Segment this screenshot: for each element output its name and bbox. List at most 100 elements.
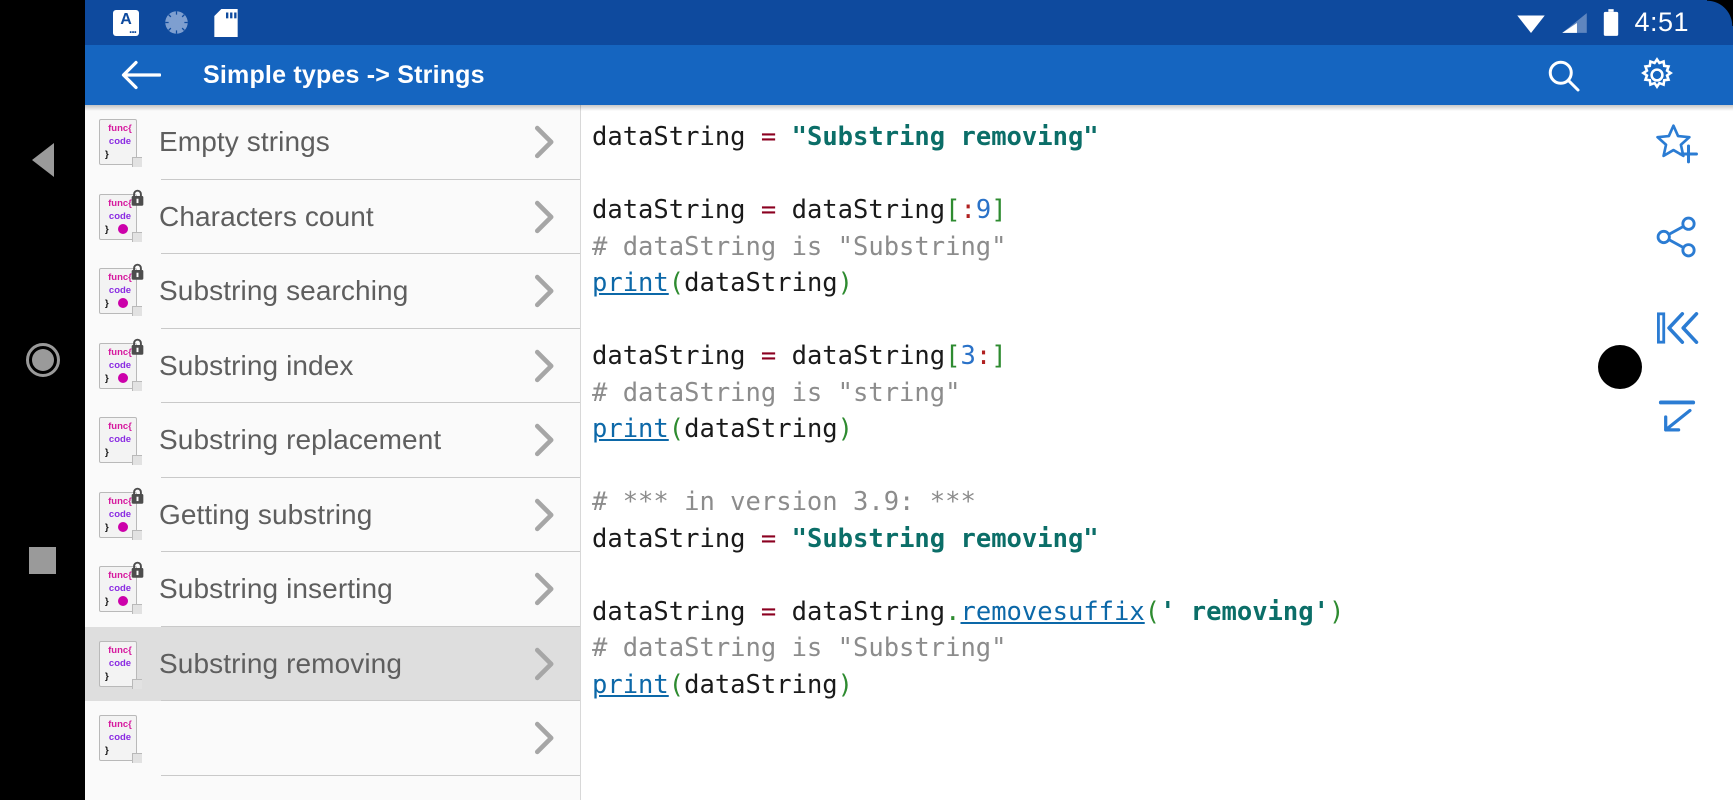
sd-card-icon	[214, 8, 238, 37]
unread-dot-icon	[118, 521, 128, 532]
code-block: dataString = "Substring removing" dataSt…	[592, 122, 1345, 700]
icon-text-brace: }	[105, 745, 109, 757]
icon-text-brace: }	[105, 298, 109, 310]
icon-text-func: func{	[108, 570, 132, 582]
gear-icon[interactable]	[1639, 57, 1675, 93]
icon-text-func: func{	[108, 346, 132, 358]
code-file-icon: func{ code }	[99, 338, 144, 392]
list-item-label: Substring searching	[159, 275, 409, 307]
back-triangle-icon	[31, 143, 54, 177]
list-item-selected[interactable]: func{ code } Substring removing	[85, 626, 580, 701]
status-bar-clock: 4:51	[1634, 7, 1689, 37]
device-viewport: A	[85, 0, 1733, 800]
icon-text-code: code	[108, 136, 132, 148]
code-file-icon: func{ code }	[99, 414, 143, 466]
icon-text-func: func{	[108, 719, 132, 731]
icon-text-brace: }	[105, 149, 109, 161]
icon-text-code: code	[108, 508, 132, 520]
code-file-icon: func{ code }	[99, 562, 144, 615]
icon-text-brace: }	[105, 596, 109, 608]
list-item-label: Substring removing	[159, 647, 403, 679]
icon-text-brace: }	[105, 447, 109, 459]
sync-spinner-icon	[165, 11, 188, 34]
home-circle-icon	[25, 343, 60, 377]
share-icon[interactable]	[1654, 214, 1700, 260]
search-icon[interactable]	[1545, 57, 1581, 93]
icon-text-code: code	[108, 285, 132, 297]
chevron-right-icon	[534, 498, 554, 531]
icon-text-brace: }	[105, 670, 109, 682]
code-viewer[interactable]: dataString = "Substring removing" dataSt…	[582, 105, 1733, 800]
topic-list[interactable]: func{ code } Empty strings func{ code	[85, 105, 581, 800]
chevron-right-icon	[534, 647, 554, 680]
icon-text-code: code	[108, 732, 132, 744]
list-item[interactable]: func{ code } Characters count	[85, 179, 580, 254]
page-title: Simple types -> Strings	[203, 60, 485, 89]
list-item[interactable]: func{ code } Substring searching	[85, 254, 580, 329]
keyboard-a-icon: A	[113, 9, 139, 39]
cell-signal-icon	[1562, 12, 1588, 33]
chevron-right-icon	[534, 722, 554, 755]
nav-recents-button[interactable]	[0, 530, 85, 590]
list-item-label: Characters count	[159, 200, 374, 232]
back-arrow-icon[interactable]	[121, 60, 161, 90]
unread-dot-icon	[118, 372, 128, 383]
lock-icon	[131, 562, 144, 579]
icon-text-code: code	[108, 434, 132, 446]
lock-icon	[131, 338, 144, 355]
code-file-icon: func{ code }	[99, 116, 143, 168]
screen-corner-mask	[1707, 0, 1733, 26]
code-file-icon: func{ code }	[99, 638, 143, 690]
icon-text-brace: }	[105, 521, 109, 533]
icon-text-brace: }	[105, 223, 109, 235]
chevron-right-icon	[534, 126, 554, 159]
android-navigation-bar	[0, 0, 85, 800]
icon-text-func: func{	[108, 123, 132, 135]
list-item-label: Getting substring	[159, 498, 373, 530]
list-item[interactable]: func{ code } Getting substring	[85, 477, 580, 552]
battery-icon	[1604, 9, 1619, 36]
unread-dot-icon	[118, 596, 128, 607]
icon-text-func: func{	[108, 272, 132, 284]
status-bar-right-icons: 4:51	[1516, 7, 1711, 38]
icon-text-code: code	[108, 583, 132, 595]
list-item[interactable]: func{ code } Substring replacement	[85, 403, 580, 478]
unread-dot-icon	[118, 223, 128, 234]
icon-text-code: code	[108, 657, 132, 669]
code-file-icon: func{ code }	[99, 264, 144, 317]
lock-icon	[131, 487, 144, 504]
list-item[interactable]: func{ code }	[85, 701, 580, 776]
list-item[interactable]: func{ code } Empty strings	[85, 105, 580, 180]
status-bar-left-icons: A	[113, 8, 238, 39]
lock-icon	[131, 189, 144, 206]
icon-text-code: code	[108, 359, 132, 371]
list-item-label: Empty strings	[159, 126, 330, 158]
touch-point	[1598, 345, 1642, 389]
star-plus-icon[interactable]	[1654, 123, 1700, 169]
nav-back-button[interactable]	[0, 130, 85, 190]
icon-text-code: code	[108, 210, 132, 222]
collapse-icon[interactable]	[1656, 396, 1698, 438]
icon-text-func: func{	[108, 644, 132, 656]
list-item-label: Substring replacement	[159, 424, 442, 456]
list-item[interactable]: func{ code } Substring inserting	[85, 552, 580, 627]
chevron-right-icon	[534, 275, 554, 308]
icon-text-func: func{	[108, 495, 132, 507]
code-file-icon: func{ code }	[99, 712, 143, 764]
nav-home-button[interactable]	[0, 330, 85, 390]
icon-text-brace: }	[105, 372, 109, 384]
code-file-icon: func{ code }	[99, 189, 144, 243]
icon-text-func: func{	[108, 421, 132, 433]
chevron-right-icon	[534, 424, 554, 457]
wifi-icon	[1517, 15, 1546, 33]
status-bar: A	[85, 0, 1733, 45]
lock-icon	[131, 264, 144, 281]
list-item[interactable]: func{ code } Substring index	[85, 328, 580, 403]
app-bar: Simple types -> Strings	[85, 45, 1733, 105]
unread-dot-icon	[118, 298, 128, 309]
chevron-right-icon	[534, 573, 554, 606]
skip-start-icon[interactable]	[1654, 305, 1700, 351]
chevron-right-icon	[534, 200, 554, 233]
action-rail	[1620, 105, 1733, 800]
